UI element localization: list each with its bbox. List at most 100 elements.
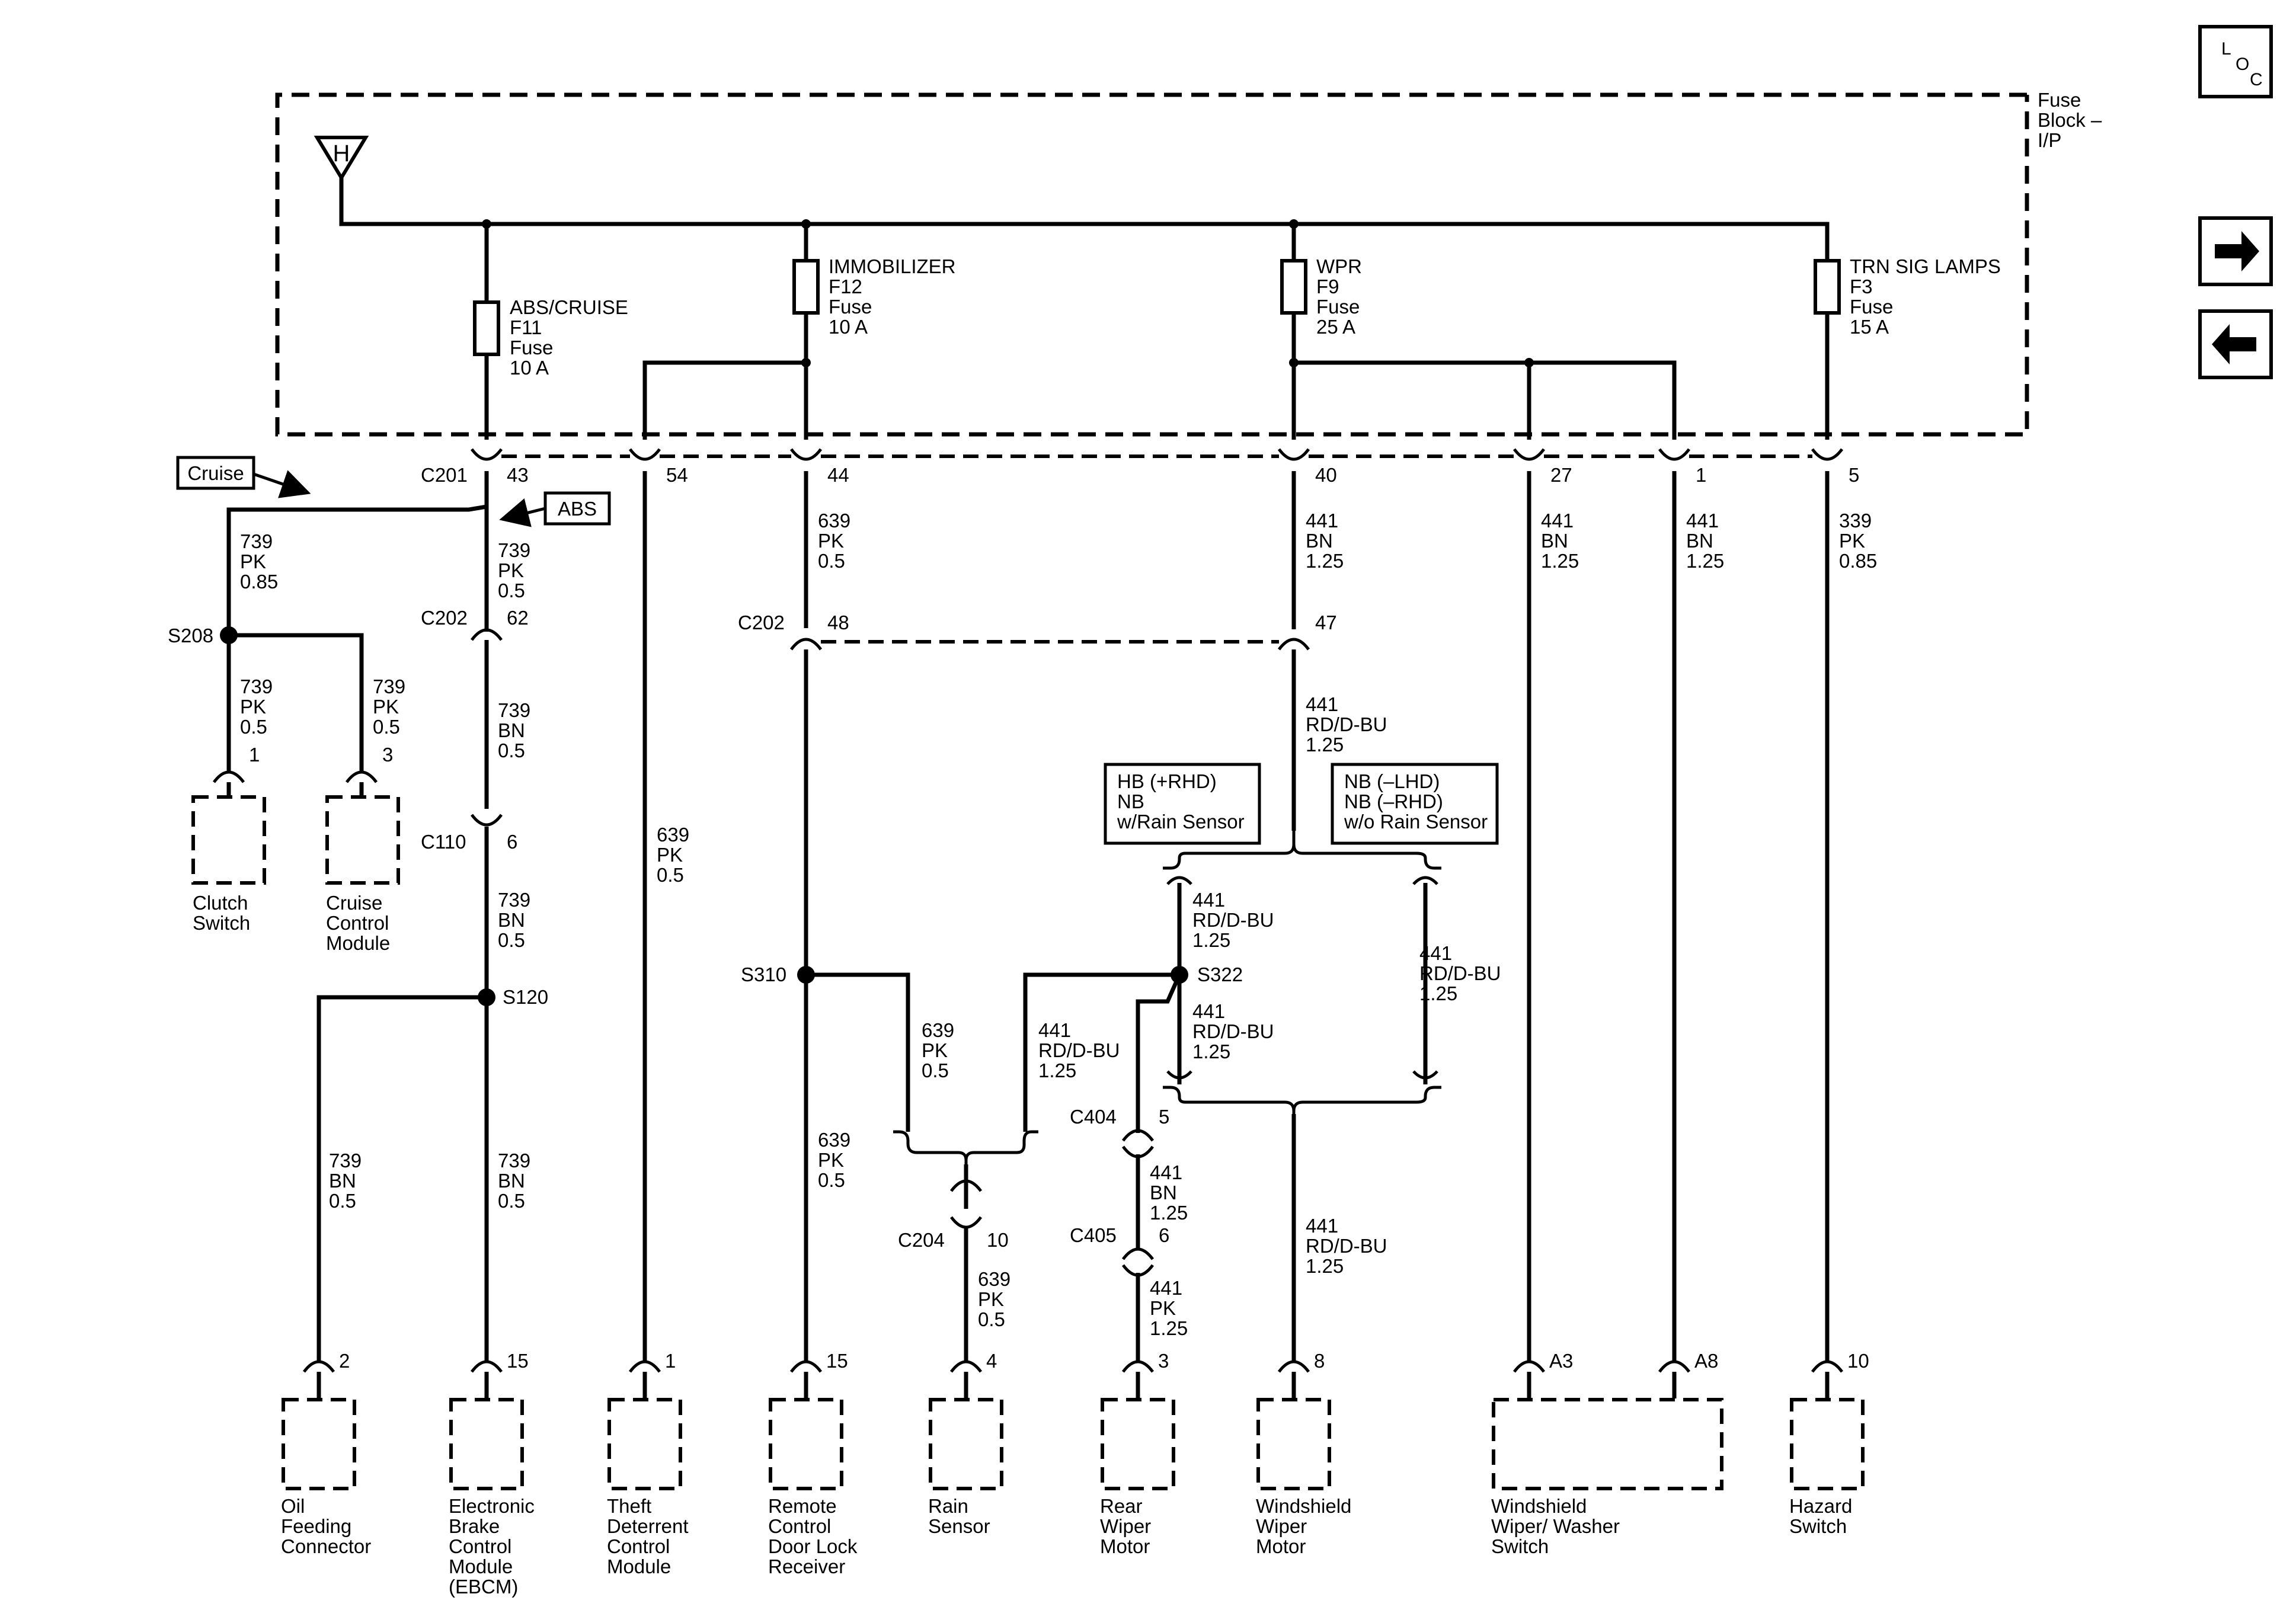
circuit-441-wiper: 441 BN 1.25 441 RD/D-BU 1.25 441 RD/D-BU… xyxy=(1023,471,1501,1363)
wire-label: 0.5 xyxy=(329,1190,356,1212)
theft-deterrent-control-module: 1 Theft Deterrent Control Module xyxy=(607,1350,689,1577)
ws-motor-name-3: Motor xyxy=(1256,1535,1306,1557)
fuse-f9-line3: Fuse xyxy=(1316,296,1360,318)
fuse-f3-line2: F3 xyxy=(1850,276,1873,297)
fuse-f9-line1: WPR xyxy=(1316,255,1362,277)
fuse-f11-line1: ABS/CRUISE xyxy=(510,296,628,318)
fuse-block: Fuse Block – I/P xyxy=(275,89,2102,437)
splice-s208-label: S208 xyxy=(168,625,213,646)
c110-pin: 6 xyxy=(507,831,517,853)
wire-label: BN xyxy=(1306,530,1333,552)
nb-box-line1: NB (–LHD) xyxy=(1344,770,1440,792)
wire-label: 0.5 xyxy=(922,1060,949,1081)
windshield-wiper-motor: 8 Windshield Wiper Motor xyxy=(1256,1350,1351,1557)
remote-name-3: Door Lock xyxy=(768,1535,858,1557)
fuse-block-name-2: Block – xyxy=(2038,109,2102,131)
nb-box-line2: NB (–RHD) xyxy=(1344,790,1443,812)
fuse-f3-line4: 15 A xyxy=(1850,316,1889,338)
oil-pin: 2 xyxy=(339,1350,350,1372)
circuit-441-switch: 441 BN 1.25 441 BN 1.25 xyxy=(1527,471,1724,1363)
forward-button[interactable] xyxy=(2198,216,2273,286)
wire-label: BN xyxy=(1150,1182,1177,1204)
wire-label: 1.25 xyxy=(1306,1255,1344,1277)
loc-letter-l: L xyxy=(2221,39,2231,59)
abs-tag-label: ABS xyxy=(558,498,597,520)
wire-label: 1.25 xyxy=(1306,550,1344,572)
wire-label: RD/D-BU xyxy=(1306,713,1387,735)
rain-sensor: 4 Rain Sensor xyxy=(928,1350,1003,1537)
wire-label: RD/D-BU xyxy=(1192,1020,1274,1042)
fuse-f3-line3: Fuse xyxy=(1850,296,1893,318)
ebcm-name-4: Module xyxy=(449,1555,513,1577)
clutch-pin: 1 xyxy=(249,744,260,766)
cruise-control-module: 3 Cruise Control Module xyxy=(325,744,400,954)
fuse-f12-line4: 10 A xyxy=(829,316,868,338)
c204-label: C204 xyxy=(898,1229,945,1251)
theft-name-2: Deterrent xyxy=(607,1515,689,1537)
fuse-f12-line3: Fuse xyxy=(829,296,872,318)
theft-pin: 1 xyxy=(665,1350,676,1372)
wire-label: 441 xyxy=(1686,510,1719,532)
wire-label: 441 xyxy=(1150,1161,1182,1183)
wire-label: 1.25 xyxy=(1306,734,1344,756)
wire-label: PK xyxy=(657,844,683,866)
wire-label: PK xyxy=(818,1149,844,1171)
wire-label: RD/D-BU xyxy=(1306,1235,1387,1257)
wire-label: 1.25 xyxy=(1038,1060,1076,1081)
wire-label: 441 xyxy=(1306,693,1338,715)
wire-label: BN xyxy=(498,719,525,741)
ws-motor-name-1: Windshield xyxy=(1256,1495,1351,1517)
wire-label: 0.5 xyxy=(818,1169,845,1191)
wire-label: PK xyxy=(240,550,266,572)
wire-label: 441 xyxy=(1150,1277,1182,1299)
fuse-f12-line2: F12 xyxy=(829,276,862,297)
hb-box-line1: HB (+RHD) xyxy=(1117,770,1217,792)
wire-label: 441 xyxy=(1306,510,1338,532)
remote-name-4: Receiver xyxy=(768,1555,845,1577)
wire-label: 441 xyxy=(1419,942,1452,964)
wire-label: PK xyxy=(498,559,524,581)
loc-button[interactable]: L O C xyxy=(2198,25,2273,98)
theft-name-4: Module xyxy=(607,1555,671,1577)
ws-switch-pin-a3: A3 xyxy=(1549,1350,1573,1372)
ws-switch-name-1: Windshield xyxy=(1491,1495,1587,1517)
back-button[interactable] xyxy=(2198,309,2273,379)
abs-tag: ABS xyxy=(499,491,611,527)
bottom-connector-pins xyxy=(302,1360,1844,1373)
ebcm-name-2: Brake xyxy=(449,1515,500,1537)
circuit-339-trn: 339 PK 0.85 xyxy=(1825,471,1877,1363)
c201-pin-40: 40 xyxy=(1315,464,1337,486)
wire-label: 739 xyxy=(498,699,530,721)
hazard-pin: 10 xyxy=(1847,1350,1869,1372)
rear-wiper-name-1: Rear xyxy=(1100,1495,1143,1517)
wire-label: 739 xyxy=(498,539,530,561)
fuse-f9-line4: 25 A xyxy=(1316,316,1355,338)
c201-pin-54: 54 xyxy=(666,464,688,486)
splice-s120-label: S120 xyxy=(503,986,548,1008)
wire-label: 739 xyxy=(329,1150,362,1172)
remote-pin: 15 xyxy=(826,1350,848,1372)
hb-box-line3: w/Rain Sensor xyxy=(1117,811,1245,833)
splice-s322-label: S322 xyxy=(1197,964,1243,985)
wire-label: PK xyxy=(1150,1297,1176,1319)
wire-label: 639 xyxy=(818,510,850,532)
ws-switch-name-3: Switch xyxy=(1491,1535,1549,1557)
c201-pin-1: 1 xyxy=(1696,464,1706,486)
wire-label: 739 xyxy=(240,530,273,552)
ebcm-name-5: (EBCM) xyxy=(449,1576,518,1598)
theft-name-3: Control xyxy=(607,1535,670,1557)
wire-label: 441 xyxy=(1192,889,1225,911)
c204-pin: 10 xyxy=(987,1229,1009,1251)
rear-wiper-pin: 3 xyxy=(1158,1350,1169,1372)
ebcm: 15 Electronic Brake Control Module (EBCM… xyxy=(449,1350,535,1598)
clutch-switch: 1 Clutch Switch xyxy=(191,744,266,934)
fuse-f11: ABS/CRUISE F11 Fuse 10 A xyxy=(473,224,628,440)
fuse-f11-line3: Fuse xyxy=(510,337,553,359)
wire-label: 0.5 xyxy=(978,1308,1005,1330)
hb-rain-sensor-option-box: HB (+RHD) NB w/Rain Sensor xyxy=(1104,763,1261,845)
wire-label: PK xyxy=(373,696,399,718)
wire-label: PK xyxy=(1839,530,1865,552)
oil-name-2: Feeding xyxy=(281,1515,351,1537)
nb-box-line3: w/o Rain Sensor xyxy=(1344,811,1488,833)
wire-label: 0.5 xyxy=(498,580,525,601)
